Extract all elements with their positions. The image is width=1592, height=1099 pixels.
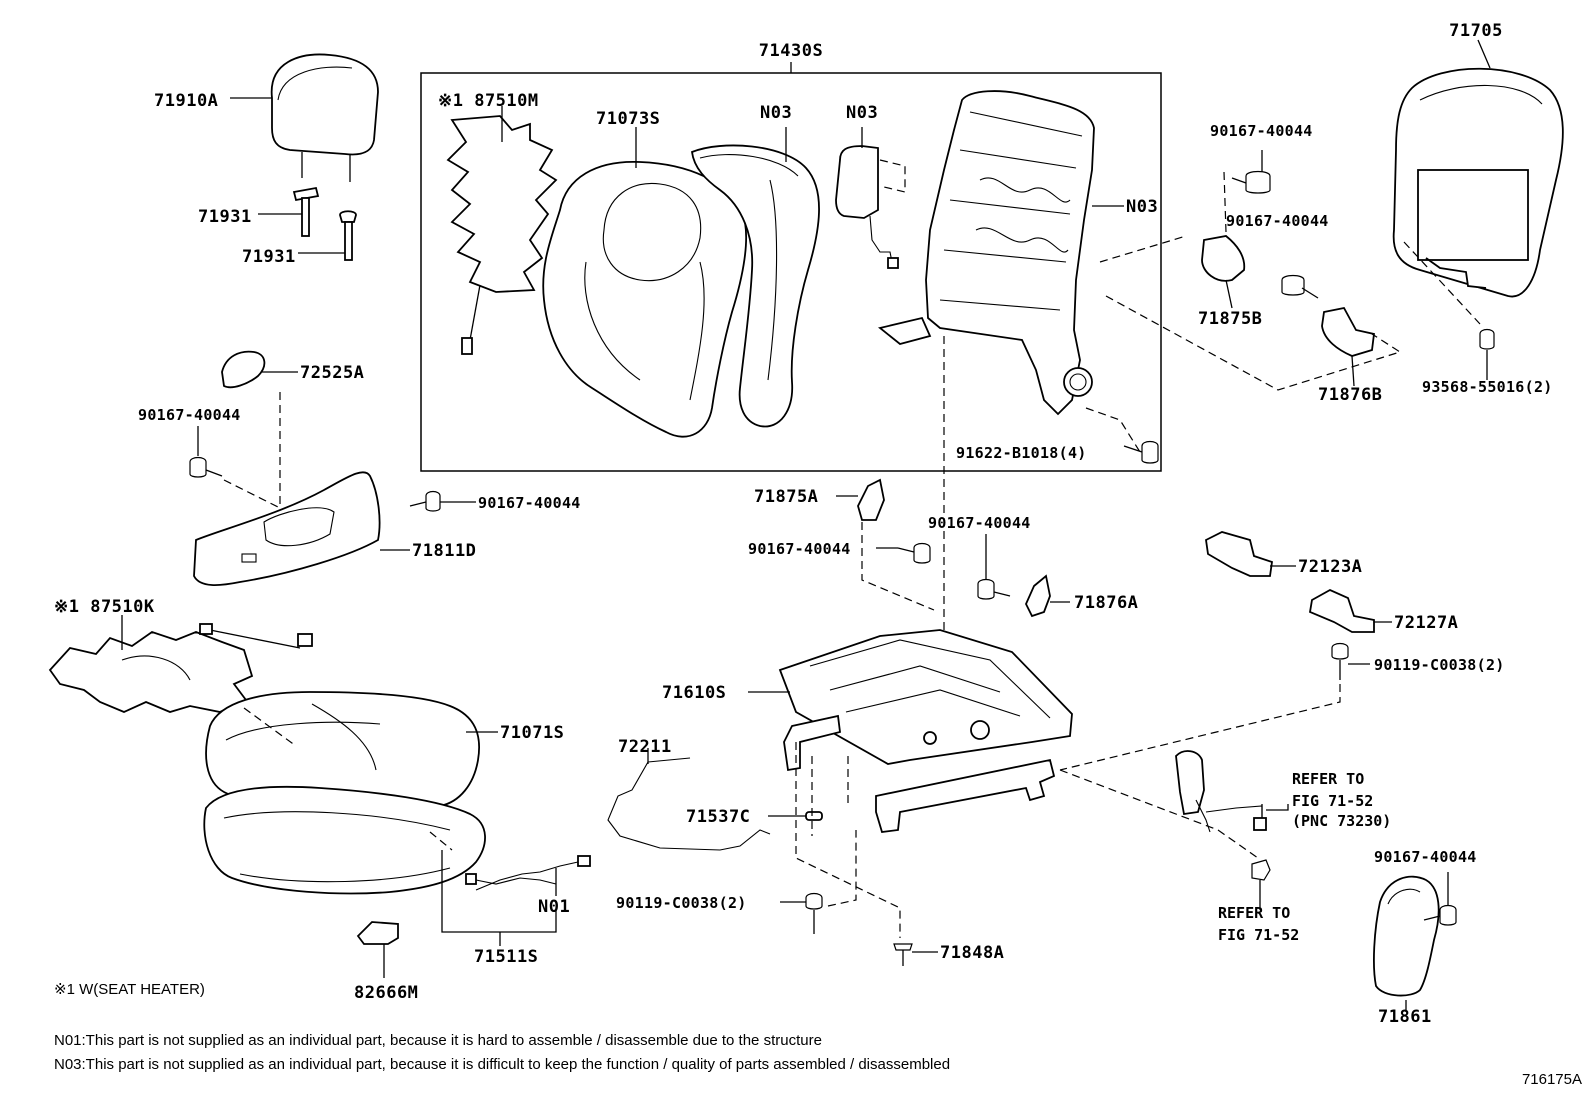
screw-90167-rightcenter [977, 534, 1011, 600]
label-90167-d: 90167-40044 [478, 494, 581, 512]
label-71848A: 71848A [940, 943, 1004, 963]
label-71931-b: 71931 [242, 247, 296, 267]
label-refer-to-1: REFER TO [1292, 770, 1364, 788]
cushion-heater-part [48, 623, 313, 713]
label-90119-a: 90119-C0038(2) [1374, 656, 1505, 674]
screw-90167-mid [1281, 274, 1319, 299]
clip-82666M [356, 921, 399, 945]
bracket-71875B [1201, 235, 1246, 282]
headrest-part [270, 53, 379, 182]
headrest-guide-part [292, 186, 357, 261]
label-71071S: 71071S [500, 723, 564, 743]
bracket-71875A [857, 478, 885, 521]
label-90119-b: 90119-C0038(2) [616, 894, 747, 912]
wire-72211 [607, 757, 771, 851]
label-71876B: 71876B [1318, 385, 1382, 405]
label-90167-a: 90167-40044 [1210, 122, 1313, 140]
label-91622: 91622-B1018(4) [956, 444, 1087, 462]
screw-90167-center [876, 542, 931, 564]
bracket-71876A [1025, 574, 1051, 618]
note-n03: N03:This part is not supplied as an indi… [54, 1056, 950, 1073]
label-90167-e: 90167-40044 [928, 514, 1031, 532]
cap-71537C [805, 811, 823, 821]
label-90167-f: 90167-40044 [748, 540, 851, 558]
screw-90167-upper [1231, 150, 1271, 194]
screw-90167-shield [409, 490, 476, 512]
bracket-72127A [1308, 588, 1375, 633]
label-71910A: 71910A [154, 91, 218, 111]
seatback-cover-part [542, 161, 748, 438]
label-fig-71-52-1: FIG 71-52 [1292, 792, 1373, 810]
screw-90167-knob [1423, 872, 1457, 926]
label-72123A: 72123A [1298, 557, 1362, 577]
bolt-90119-right [1331, 642, 1370, 680]
note-n01: N01:This part is not supplied as an indi… [54, 1032, 822, 1049]
label-71861: 71861 [1378, 1007, 1432, 1027]
bolt-90119-left [780, 892, 823, 934]
figure-id: 716175A [1522, 1071, 1582, 1088]
side-shield-part [193, 471, 381, 586]
label-71537C: 71537C [686, 807, 750, 827]
bracket-71876B [1321, 306, 1375, 357]
label-71876A: 71876A [1074, 593, 1138, 613]
seatback-board-part [1392, 67, 1564, 298]
screw-90167-left [189, 426, 223, 478]
label-71811D: 71811D [412, 541, 476, 561]
side-airbag-part [835, 145, 899, 269]
label-n03-airbag: N03 [846, 103, 878, 123]
label-refer-to-2: REFER TO [1218, 904, 1290, 922]
seatback-pad-part [691, 144, 820, 428]
label-fig-71-52-2: FIG 71-52 [1218, 926, 1299, 944]
seatback-frame-part [877, 90, 1095, 416]
label-71931-a: 71931 [198, 207, 252, 227]
cushion-pad-part [203, 785, 486, 895]
seatback-heater-part [446, 115, 558, 355]
label-90167-b: 90167-40044 [1226, 212, 1329, 230]
label-71875B: 71875B [1198, 309, 1262, 329]
label-71705: 71705 [1449, 21, 1503, 41]
label-71875A: 71875A [754, 487, 818, 507]
cushion-harness-part [465, 855, 591, 891]
label-n03-frame: N03 [1126, 197, 1158, 217]
note-seat-heater: ※1 W(SEAT HEATER) [54, 981, 205, 998]
pin-71848A [893, 943, 938, 966]
bolt-91622 [1123, 440, 1159, 464]
knob-72525A [221, 350, 266, 389]
label-82666M: 82666M [354, 983, 418, 1003]
label-71610S: 71610S [662, 683, 726, 703]
nut-refer-part [1251, 859, 1271, 910]
label-72127A: 72127A [1394, 613, 1458, 633]
label-93568: 93568-55016(2) [1422, 378, 1553, 396]
label-72525A: 72525A [300, 363, 364, 383]
seat-track-part [778, 629, 1073, 833]
label-87510M: ※1 87510M [438, 91, 539, 111]
bracket-72123A [1205, 531, 1273, 577]
label-n01: N01 [538, 897, 570, 917]
label-90167-c: 90167-40044 [138, 406, 241, 424]
seatbelt-buckle-part [1175, 750, 1289, 833]
label-71073S: 71073S [596, 109, 660, 129]
label-87510K: ※1 87510K [54, 597, 155, 617]
recliner-cover-part [1373, 875, 1440, 997]
label-90167-g: 90167-40044 [1374, 848, 1477, 866]
label-pnc-73230: (PNC 73230) [1292, 812, 1391, 830]
label-71511S: 71511S [474, 947, 538, 967]
label-71430S: 71430S [759, 41, 823, 61]
label-72211: 72211 [618, 737, 672, 757]
clip-93568 [1479, 328, 1495, 380]
label-n03-pad: N03 [760, 103, 792, 123]
